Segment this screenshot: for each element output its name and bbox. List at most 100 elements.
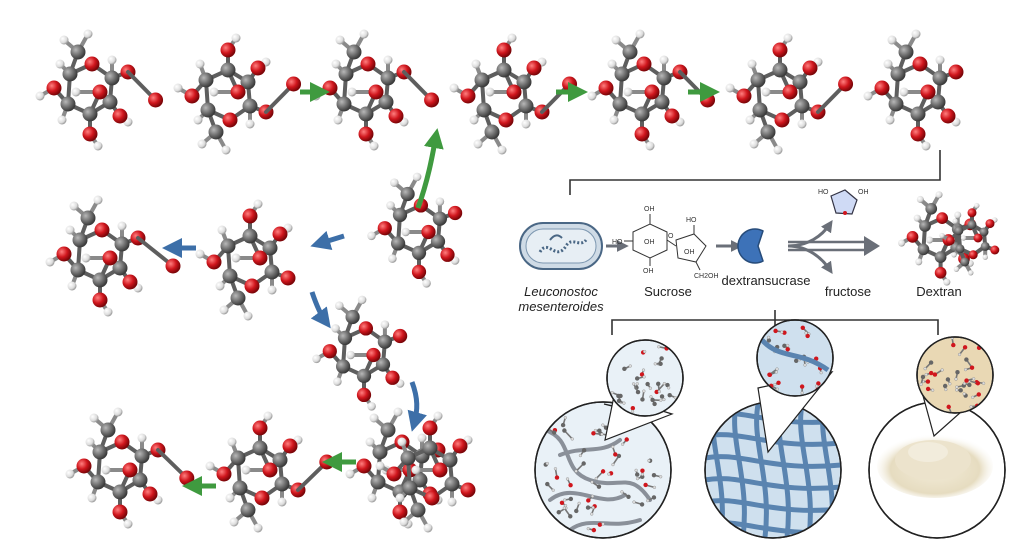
fructose-label: fructose <box>825 284 871 299</box>
hydrogen-atom <box>277 497 287 507</box>
atom <box>593 428 597 433</box>
atom <box>648 386 652 390</box>
hydrogen-atom <box>399 517 409 527</box>
carbon-atom <box>222 268 238 284</box>
carbon-atom <box>230 450 246 466</box>
atom <box>651 495 657 500</box>
enzyme-label: dextransucrase <box>722 273 811 288</box>
atom <box>659 398 663 402</box>
hydrogen-atom <box>939 232 945 239</box>
atom <box>962 345 968 350</box>
atom <box>590 494 595 498</box>
oxygen-atom <box>280 270 296 286</box>
dextran-label: Dextran <box>916 284 962 299</box>
carbon-atom <box>614 66 630 82</box>
carbon-atom <box>518 98 534 114</box>
carbon-atom <box>794 98 810 114</box>
middle-growing-chain <box>45 172 463 321</box>
atom <box>635 472 640 477</box>
oxygen-atom <box>366 347 381 363</box>
glycosidic-oxygen <box>148 92 164 108</box>
hydrogen-atom <box>137 433 147 443</box>
hydrogen-atom <box>433 411 443 421</box>
atom <box>972 377 976 381</box>
oxygen-atom <box>356 458 372 474</box>
atom <box>928 370 934 376</box>
oxygen-atom <box>254 490 270 506</box>
carbon-atom <box>264 264 280 280</box>
hydrogen-atom <box>205 461 215 471</box>
hydrogen-atom <box>369 413 379 423</box>
oxygen-atom <box>386 466 402 482</box>
glucose-unit <box>449 33 550 155</box>
hydrogen-atom <box>101 465 111 475</box>
hydrogen-atom <box>227 437 237 447</box>
blue-arrow-down <box>309 291 331 329</box>
atom <box>942 383 948 389</box>
hydrogen-atom <box>335 301 344 310</box>
atom <box>932 372 938 377</box>
carbon-atom <box>380 70 396 86</box>
hydrogen-atom <box>587 91 597 101</box>
hydrogen-atom <box>231 253 241 263</box>
carbon-atom <box>112 484 128 500</box>
carbon-atom <box>910 106 926 122</box>
carbon-atom <box>474 72 490 88</box>
hydrogen-atom <box>65 469 75 479</box>
hydrogen-atom <box>447 497 457 507</box>
hydrogen-atom <box>761 87 771 97</box>
hydrogen-atom <box>103 307 113 317</box>
carbon-atom <box>380 422 396 438</box>
carbon-atom <box>390 236 406 251</box>
atom <box>600 432 604 436</box>
atom <box>967 382 972 388</box>
atom <box>924 373 928 377</box>
carbon-atom <box>967 220 977 230</box>
oxygen-atom <box>948 64 964 80</box>
atom <box>931 388 935 392</box>
atom <box>632 500 636 504</box>
hydrogen-atom <box>117 221 127 231</box>
atom <box>568 514 573 519</box>
carbon-atom <box>335 359 351 374</box>
carbon-atom <box>432 211 448 226</box>
atom <box>556 510 561 515</box>
bottom-dextran-chain <box>65 407 476 533</box>
hydrogen-atom <box>359 29 369 39</box>
oxygen-atom <box>874 80 890 96</box>
bond <box>816 389 821 396</box>
carbon-atom <box>930 94 946 110</box>
carbon-atom <box>932 70 948 86</box>
hydrogen-atom <box>231 33 241 43</box>
carbon-atom <box>444 476 460 492</box>
carbon-atom <box>198 72 214 88</box>
oxygen-atom <box>368 84 384 100</box>
atom <box>975 381 981 386</box>
oxygen-atom <box>82 126 98 142</box>
atom <box>642 389 646 393</box>
atom <box>643 482 648 488</box>
glucose-unit <box>311 29 412 151</box>
atom <box>981 381 986 385</box>
sucrose-oh-fructose: OH <box>684 249 695 256</box>
atom <box>596 484 602 489</box>
carbon-atom <box>656 70 672 86</box>
hydrogen-atom <box>388 254 397 263</box>
oxygen-atom <box>220 42 236 58</box>
hydrogen-atom <box>393 407 403 417</box>
hydrogen-atom <box>898 239 906 247</box>
atom <box>776 380 781 385</box>
hydrogen-atom <box>209 87 219 97</box>
sucrose-structure <box>624 214 707 271</box>
oxygen-atom <box>920 84 936 100</box>
hydrogen-atom <box>365 437 375 447</box>
polymer-strand <box>558 438 622 457</box>
glycosidic-oxygen <box>179 470 195 486</box>
hydrogen-atom <box>390 178 399 187</box>
hydrogen-atom <box>422 279 431 288</box>
hydrogen-atom <box>173 83 183 93</box>
atom <box>757 338 760 342</box>
bond <box>651 526 659 533</box>
atom <box>803 363 807 367</box>
